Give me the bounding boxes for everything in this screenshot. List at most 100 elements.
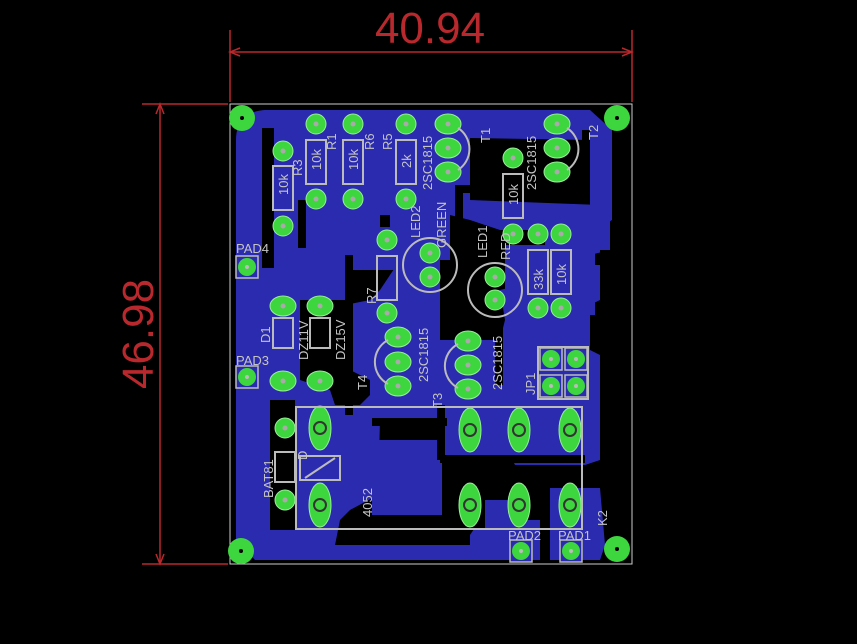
drill-hole [282,497,288,503]
label-t3-value: 2SC1815 [490,336,505,390]
label-r6: R6 [362,133,377,150]
label-dz11: DZ11V [296,320,311,360]
drill-hole [427,274,433,280]
label-d: D [295,451,310,460]
drill-hole [350,121,356,127]
drill-hole [313,498,327,512]
label-r1: R1 [324,133,339,150]
drill-hole [245,265,249,269]
drill-hole [395,383,401,389]
label-bat81: BAT81 [261,459,276,498]
drill-hole [554,169,560,175]
label-t2-value: 2SC1815 [524,136,539,190]
drill-hole [403,121,409,127]
drill-hole [384,310,390,316]
drill-hole [519,549,523,553]
drill-hole [615,116,619,120]
drill-hole [239,549,243,553]
relay-pad [458,407,482,453]
drill-hole [563,498,577,512]
drill-hole [512,498,526,512]
relay-pad [507,482,531,528]
drill-hole [465,386,471,392]
dimension-width [227,30,635,102]
drill-hole [350,196,356,202]
label-t1: T1 [478,128,493,143]
drill-hole [465,338,471,344]
label-r3-value: 10k [276,174,291,195]
drill-hole [280,378,286,384]
label-r6-value: 10k [346,149,361,170]
drill-hole [554,145,560,151]
drill-hole [563,423,577,437]
drill-hole [282,425,288,431]
label-pad3: PAD3 [236,353,269,368]
drill-hole [574,384,578,388]
drill-hole [313,421,327,435]
drill-hole [280,148,286,154]
drill-hole [395,334,401,340]
label-pad2: PAD2 [508,528,541,543]
label-k2: K2 [595,510,610,526]
drill-hole [445,121,451,127]
drill-hole [574,357,578,361]
drill-hole [317,378,323,384]
label-r3: R3 [290,159,305,176]
drill-hole [615,547,619,551]
relay-pad [308,482,332,528]
label-led1: LED1 [475,225,490,258]
width-dimension-text: 40.94 [375,4,485,53]
drill-hole [313,121,319,127]
relay-pad [458,482,482,528]
label-green: GREEN [434,202,449,248]
height-dimension-text: 46.98 [114,279,163,389]
label-r5-value: 2k [399,154,414,168]
label-r33k: 33k [531,269,546,290]
drill-hole [463,498,477,512]
drill-hole [554,121,560,127]
relay-pad [558,407,582,453]
drill-hole [558,231,564,237]
drill-hole [445,145,451,151]
drill-hole [280,223,286,229]
label-t2: T2 [586,125,601,140]
drill-hole [465,362,471,368]
drill-hole [512,423,526,437]
label-t3: T3 [430,393,445,408]
drill-hole [395,359,401,365]
relay-pad [507,407,531,453]
drill-hole [463,423,477,437]
label-jp1: JP1 [523,373,538,395]
relay-pad [558,482,582,528]
drill-hole [569,549,573,553]
label-t4: T4 [355,375,370,390]
drill-hole [403,196,409,202]
label-relay: 4052 [360,488,375,517]
dimension-height [142,101,228,567]
label-r5: R5 [380,133,395,150]
drill-hole [427,250,433,256]
drill-hole [317,303,323,309]
drill-hole [558,305,564,311]
drill-hole [510,231,516,237]
drill-hole [492,297,498,303]
label-d1: D1 [258,326,273,343]
silkscreen [272,127,589,530]
label-pad4: PAD4 [236,241,269,256]
label-dz15: DZ15V [333,319,348,360]
label-pad1: PAD1 [558,528,591,543]
drill-hole [313,196,319,202]
drill-hole [549,384,553,388]
label-led2: LED2 [408,205,423,238]
drill-hole [510,155,516,161]
drill-hole [492,274,498,280]
label-r4-value: 10k [506,184,521,205]
component-labels: R3 10k R1 10k R6 10k R5 2k 2SC1815 T1 2S… [236,125,610,543]
label-r1-value: 10k [309,149,324,170]
label-r7: R7 [364,287,379,304]
drill-hole [384,237,390,243]
drill-hole [535,305,541,311]
drill-hole [445,169,451,175]
label-r10k: 10k [554,264,569,285]
